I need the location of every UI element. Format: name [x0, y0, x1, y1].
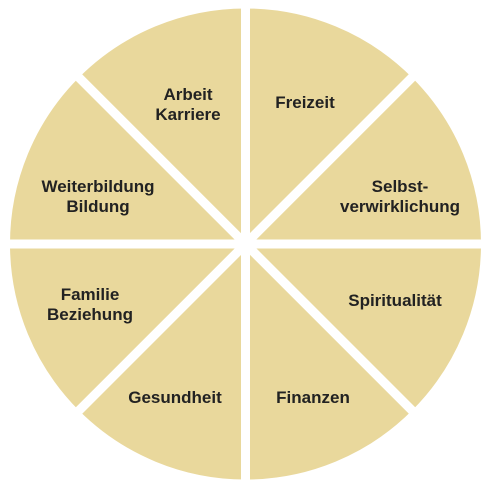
segment-spiritualitaet: [234, 239, 491, 421]
labels-layer: FreizeitSelbst-verwirklichungSpiritualit…: [41, 85, 460, 407]
segment-label-line: Familie: [61, 285, 120, 304]
segment-label-line: Arbeit: [163, 85, 212, 104]
segment-label-line: Freizeit: [275, 93, 335, 112]
segment-freizeit: [241, 0, 422, 255]
segment-label-selbstverwirklichung: Selbst-verwirklichung: [340, 177, 460, 216]
segment-weiterbildung-bildung: [0, 67, 257, 249]
segment-finanzen: [241, 233, 422, 486]
segment-gesundheit: [69, 233, 250, 486]
segment-label-gesundheit: Gesundheit: [128, 388, 222, 407]
segment-label-line: Karriere: [155, 105, 220, 124]
segment-selbstverwirklichung: [234, 67, 491, 249]
segment-arbeit-karriere: [69, 0, 250, 255]
segment-label-line: verwirklichung: [340, 197, 460, 216]
segment-label-line: Gesundheit: [128, 388, 222, 407]
segment-label-line: Finanzen: [276, 388, 350, 407]
segment-label-line: Bildung: [66, 197, 129, 216]
segment-label-freizeit: Freizeit: [275, 93, 335, 112]
segment-label-finanzen: Finanzen: [276, 388, 350, 407]
segment-familie-beziehung: [0, 239, 257, 421]
segment-label-line: Beziehung: [47, 305, 133, 324]
segment-label-spiritualitaet: Spiritualität: [348, 291, 442, 310]
segment-label-line: Weiterbildung: [41, 177, 154, 196]
segment-label-line: Spiritualität: [348, 291, 442, 310]
segment-label-line: Selbst-: [372, 177, 429, 196]
